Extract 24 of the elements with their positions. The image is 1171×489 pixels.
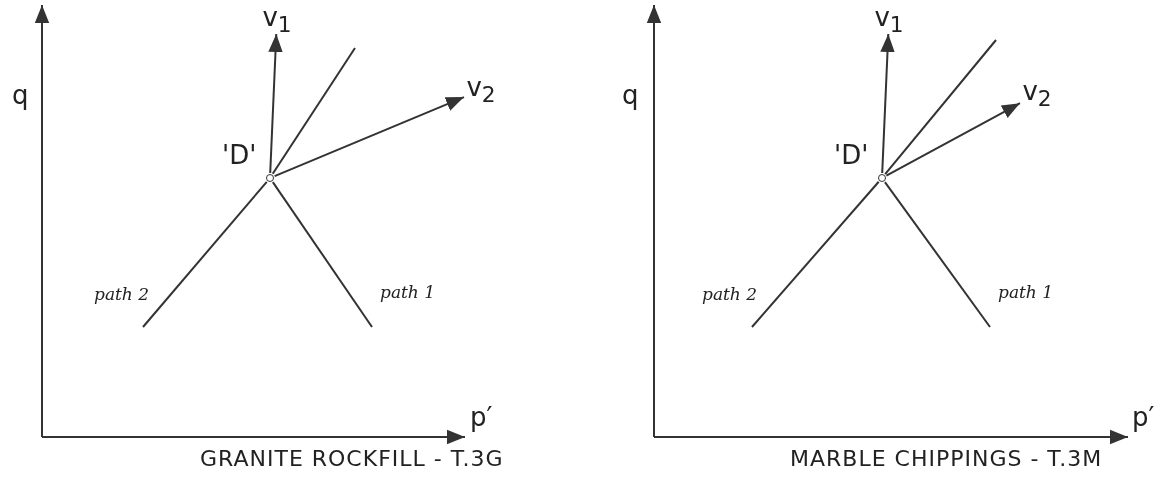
stress-path-line xyxy=(751,180,880,328)
panel-caption: GRANITE ROCKFILL - T.3G xyxy=(200,446,504,471)
vector-label: v$_{1}$ xyxy=(874,2,904,34)
point-label: 'D' xyxy=(222,140,257,170)
arrow xyxy=(885,102,1021,177)
stress-path-line xyxy=(883,181,991,328)
vector-label: v$_{1}$ xyxy=(262,2,292,34)
arrow xyxy=(268,33,283,174)
axis-label: q xyxy=(622,80,639,110)
axis-label: q xyxy=(12,80,29,110)
arrow xyxy=(273,96,465,178)
intersection-point xyxy=(266,174,274,182)
panel-caption: MARBLE CHIPPINGS - T.3M xyxy=(790,446,1103,471)
point-label: 'D' xyxy=(834,140,869,170)
vector-label: v$_{2}$ xyxy=(464,72,498,108)
stress-path-line xyxy=(271,47,356,175)
axis-label: p′ xyxy=(1132,402,1155,432)
vector-label: v$_{2}$ xyxy=(1020,76,1054,112)
axis-label: p′ xyxy=(470,402,493,432)
intersection-point xyxy=(878,174,886,182)
stress-path-line xyxy=(142,180,268,328)
arrow xyxy=(880,33,895,174)
stress-path-line xyxy=(271,181,373,328)
stress-path-line xyxy=(884,39,997,176)
